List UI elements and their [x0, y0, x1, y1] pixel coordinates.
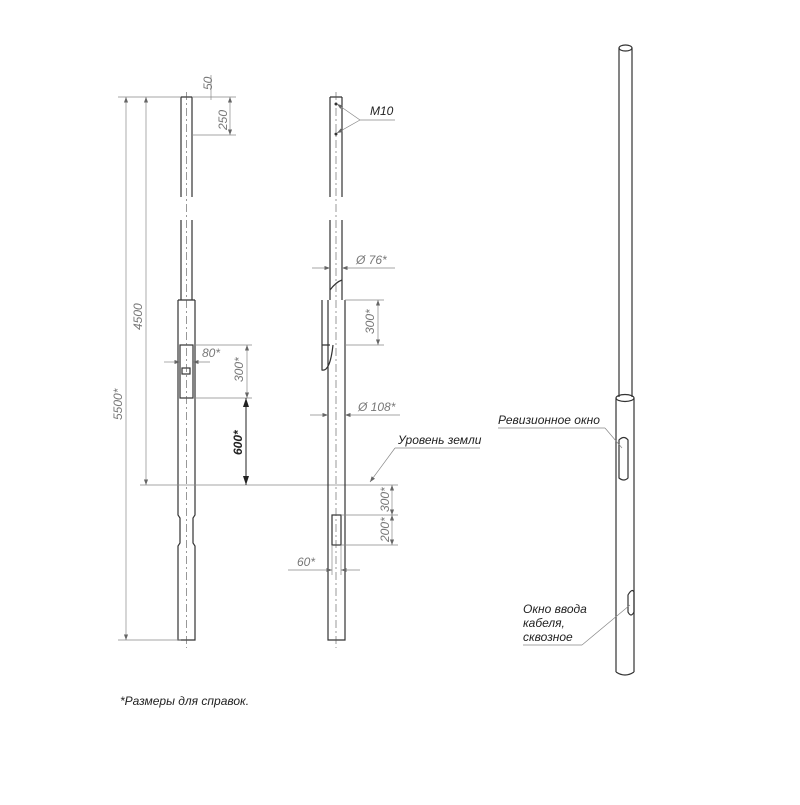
dim-cable-window-depth: 300*: [378, 487, 392, 512]
dim-bottom-diameter: Ø 108*: [357, 400, 396, 414]
isometric-labels: Ревизионное окно Окно ввода кабеля, скво…: [498, 413, 631, 646]
isometric-pole: [615, 44, 635, 676]
cable-window-shape: [627, 589, 635, 616]
bolt-label: M10: [370, 104, 394, 118]
front-view-pole: [177, 92, 196, 648]
cable-window-label-1: Окно ввода: [523, 602, 587, 616]
ground-level-label: Уровень земли: [397, 433, 482, 447]
dim-bolt-spacing: 250: [216, 110, 230, 131]
side-view-pole: [321, 92, 346, 648]
footnote: *Размеры для справок.: [120, 694, 249, 708]
dim-above-ground: 4500: [131, 303, 145, 330]
dim-top-offset: 50: [201, 76, 215, 90]
dim-door-height: 300*: [232, 357, 246, 382]
dim-total-height: 5500*: [111, 388, 125, 420]
dim-top-diameter: Ø 76*: [355, 253, 387, 267]
cable-window: [331, 514, 342, 546]
dim-door-width: 80*: [202, 346, 220, 360]
front-view-dimensions: 5500* 4500 50 250 80* 300* 600*: [111, 75, 370, 641]
inspection-window-shape: [618, 436, 629, 481]
dim-door-above-ground: 600*: [231, 429, 245, 455]
dim-cable-window-height: 200*: [378, 517, 392, 543]
cable-window-label-2: кабеля,: [523, 616, 565, 630]
side-view-dimensions: M10 Ø 76* 300* Ø 108* Уровень земли 300*…: [288, 103, 482, 575]
inspection-window-label: Ревизионное окно: [498, 413, 600, 427]
dim-cable-window-width: 60*: [297, 555, 315, 569]
cable-window-label-3: сквозное: [523, 630, 573, 644]
dim-side-door-height: 300*: [363, 309, 377, 334]
